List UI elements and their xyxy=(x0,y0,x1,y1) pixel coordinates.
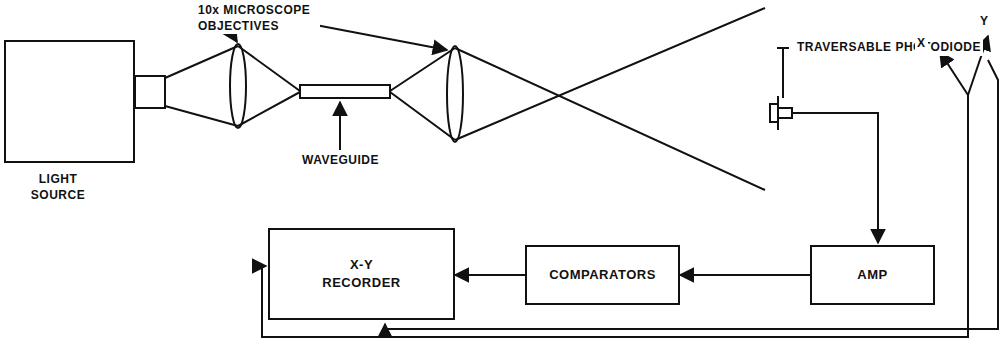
leader-line xyxy=(777,48,789,98)
box-label: AMP xyxy=(857,266,887,284)
photodiode xyxy=(770,96,792,130)
objective-lens xyxy=(230,44,246,128)
beam xyxy=(238,46,300,126)
leader-line xyxy=(300,22,447,50)
lamp-port xyxy=(135,76,165,108)
x-position-wire xyxy=(262,95,968,337)
signal-arrow xyxy=(455,274,525,276)
photodiode-label: TRAVERSABLE PHOTODIODE xyxy=(795,40,983,56)
signal-wire xyxy=(792,113,878,243)
leader-line xyxy=(339,102,341,150)
beam xyxy=(165,46,238,126)
objectives-label: 10x MICROSCOPE OBJECTIVES xyxy=(196,3,320,34)
axis-label: Y xyxy=(978,14,991,30)
leader-line xyxy=(232,34,237,42)
objective-lens xyxy=(447,46,463,142)
comparator-box: COMPARATORS xyxy=(525,245,680,305)
box-caption: LIGHT SOURCE xyxy=(18,171,98,203)
y-position-wire xyxy=(385,60,998,329)
x-axis xyxy=(940,52,968,95)
recorder-box: X-Y RECORDER xyxy=(268,228,455,320)
signal-arrow xyxy=(680,274,810,276)
box-label: COMPARATORS xyxy=(549,266,656,284)
waveguide xyxy=(300,85,390,98)
axis-label: X xyxy=(915,36,928,52)
beam xyxy=(455,8,765,190)
waveguide-label: WAVEGUIDE xyxy=(300,153,381,169)
amp-box: AMP xyxy=(810,245,935,305)
light-source-box: LIGHT SOURCE xyxy=(4,40,135,163)
box-label: X-Y RECORDER xyxy=(314,256,409,291)
beam xyxy=(390,48,455,140)
